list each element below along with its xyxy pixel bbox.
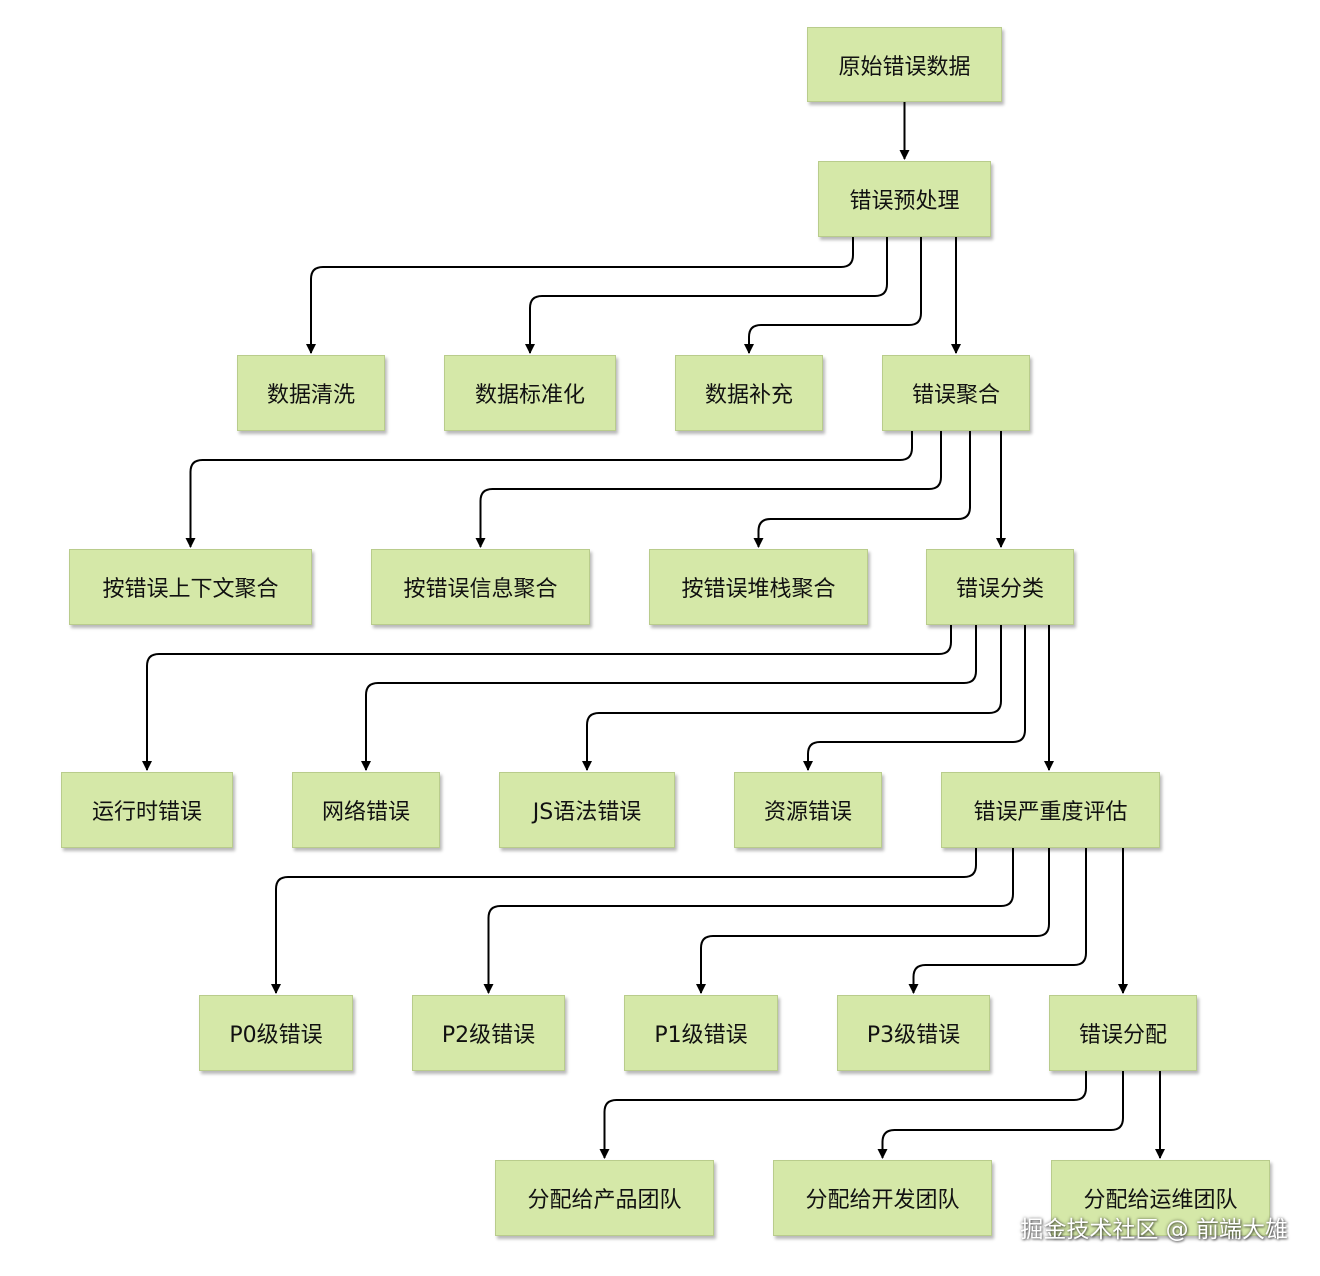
edge-severity-to-p3 bbox=[908, 848, 1087, 994]
node-js-syntax: JS语法错误 bbox=[499, 772, 675, 848]
node-clean: 数据清洗 bbox=[237, 355, 385, 431]
node-preprocess: 错误预处理 bbox=[818, 161, 991, 237]
edge-aggregate-to-agg-stack bbox=[753, 431, 971, 548]
edge-preprocess-to-clean bbox=[306, 237, 854, 354]
node-p0: P0级错误 bbox=[199, 995, 353, 1071]
node-severity: 错误严重度评估 bbox=[941, 772, 1160, 848]
edges-layer bbox=[142, 102, 1165, 1159]
node-p1: P1级错误 bbox=[624, 995, 778, 1071]
node-classify: 错误分类 bbox=[926, 549, 1074, 625]
edge-classify-to-runtime bbox=[142, 625, 952, 771]
node-runtime: 运行时错误 bbox=[61, 772, 233, 848]
edge-classify-to-network bbox=[361, 625, 977, 771]
edge-aggregate-to-agg-context bbox=[185, 431, 913, 548]
edge-severity-to-p2 bbox=[483, 848, 1014, 994]
node-p2: P2级错误 bbox=[412, 995, 565, 1071]
edge-assign-to-assign-dev bbox=[877, 1071, 1124, 1159]
node-network: 网络错误 bbox=[292, 772, 440, 848]
node-agg-message: 按错误信息聚合 bbox=[371, 549, 590, 625]
watermark: 掘金技术社区 @ 前端大雄 bbox=[1020, 1217, 1288, 1243]
node-assign-dev: 分配给开发团队 bbox=[773, 1160, 992, 1236]
node-assign: 错误分配 bbox=[1049, 995, 1197, 1071]
node-assign-product: 分配给产品团队 bbox=[495, 1160, 714, 1236]
node-aggregate: 错误聚合 bbox=[882, 355, 1030, 431]
node-agg-context: 按错误上下文聚合 bbox=[69, 549, 312, 625]
node-raw: 原始错误数据 bbox=[807, 27, 1002, 102]
node-resource: 资源错误 bbox=[734, 772, 882, 848]
edge-classify-to-resource bbox=[803, 625, 1026, 771]
node-assign-ops: 分配给运维团队 bbox=[1051, 1160, 1270, 1236]
edge-preprocess-to-standardize bbox=[525, 237, 888, 354]
node-supplement: 数据补充 bbox=[675, 355, 823, 431]
node-p3: P3级错误 bbox=[837, 995, 990, 1071]
edge-aggregate-to-agg-message bbox=[475, 431, 942, 548]
edge-classify-to-js-syntax bbox=[582, 625, 1002, 771]
node-agg-stack: 按错误堆栈聚合 bbox=[649, 549, 868, 625]
edge-severity-to-p0 bbox=[271, 848, 977, 994]
edge-severity-to-p1 bbox=[696, 848, 1050, 994]
edge-preprocess-to-supplement bbox=[744, 237, 922, 354]
node-standardize: 数据标准化 bbox=[444, 355, 616, 431]
edge-assign-to-assign-product bbox=[599, 1071, 1087, 1159]
